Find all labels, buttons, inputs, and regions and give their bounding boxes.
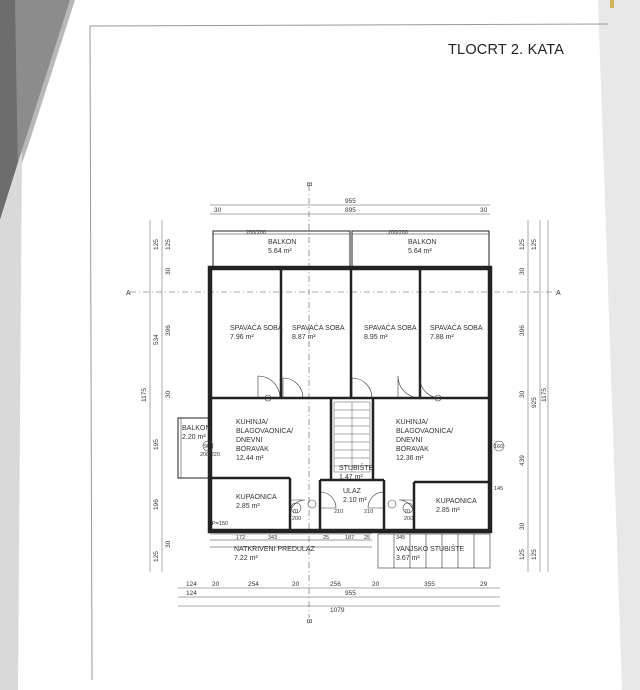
room-bedroom-2-area: 8.87 m²	[292, 334, 316, 341]
dim-right-30a: 30	[519, 267, 526, 275]
opening-label-8: 210	[364, 509, 373, 515]
dim-bottom-29: 29	[480, 581, 488, 588]
opening-label-12: P=150	[212, 521, 228, 527]
dim-inner-25a: 25	[323, 535, 329, 541]
dim-left-125a: 125	[153, 239, 160, 250]
room-bathroom-1-area: 2.85 m²	[236, 503, 260, 510]
room-covered-entrance-area: 7.22 m²	[234, 555, 258, 562]
room-bedroom-2-name: SPAVAĆA SOBA	[292, 323, 345, 332]
room-bedroom-3-area: 8.95 m²	[364, 334, 388, 341]
opening-label-13: 145	[494, 486, 503, 492]
dim-right-125a: 125	[519, 239, 526, 250]
opening-label-4: 200/220	[200, 452, 220, 458]
dim-bottom-355: 355	[424, 581, 435, 588]
room-stairs-name: STUBIŠTE	[339, 463, 374, 472]
dim-inner-187: 187	[345, 535, 354, 541]
dim-left-125c: 125	[153, 551, 160, 562]
dim-right-30b: 30	[519, 390, 526, 398]
room-bedroom-3-name: SPAVAĆA SOBA	[364, 323, 417, 332]
room-bedroom-4-area: 7.88 m²	[430, 334, 454, 341]
opening-label-9: 200	[404, 516, 413, 522]
opening-label-7: 210	[334, 509, 343, 515]
dim-right-125d: 125	[531, 549, 538, 560]
dim-bottom-124b: 124	[186, 590, 197, 597]
section-b-bottom: B	[305, 619, 312, 624]
opening-label-1: 200/200	[246, 230, 266, 236]
room-bathroom-2-name: KUPAONICA	[436, 498, 477, 505]
room-bedroom-1-area: 7.96 m²	[230, 334, 254, 341]
dim-bottom-256: 256	[330, 581, 341, 588]
section-a-right: A	[556, 290, 561, 297]
room-balcony-2-name: BALKON	[408, 239, 436, 246]
room-entrance-area: 2.10 m²	[343, 497, 367, 504]
room-external-stairs-name: VANJSKO STUBIŠTE	[396, 544, 465, 553]
dim-bottom-20a: 20	[212, 581, 220, 588]
room-balcony-3-name: BALKON	[182, 425, 210, 432]
dim-bottom-20b: 20	[292, 581, 300, 588]
dim-left-30b: 30	[165, 390, 172, 398]
dim-left-534: 534	[153, 334, 160, 345]
opening-label-3: 90	[204, 444, 210, 450]
dim-left-30a: 30	[165, 267, 172, 275]
dim-left-195: 195	[153, 439, 160, 450]
opening-label-2: 200/200	[388, 230, 408, 236]
dim-right-125b: 125	[531, 239, 538, 250]
room-kitchen-2-name: KUHINJA/ BLAGOVAONICA/ DNEVNI BORAVAK	[396, 419, 454, 453]
opening-label-10: 70	[404, 509, 410, 515]
dim-inner-345: 345	[396, 535, 405, 541]
opening-label-5: 70	[292, 509, 298, 515]
room-external-stairs-area: 3.67 m²	[396, 555, 420, 562]
dim-inner-172: 172	[236, 535, 245, 541]
room-stairs-area: 1.47 m²	[339, 474, 363, 481]
opening-label-11: 160	[494, 444, 503, 450]
dim-bottom-20c: 20	[372, 581, 380, 588]
room-balcony-1-area: 5.64 m²	[268, 248, 292, 255]
dim-left-396: 396	[165, 325, 172, 336]
dim-bottom-124: 124	[186, 581, 197, 588]
dim-inner-343: 343	[268, 535, 277, 541]
section-b-top: B	[305, 182, 312, 187]
dim-bottom-955: 955	[345, 590, 356, 597]
dim-right-125c: 125	[519, 549, 526, 560]
dim-left-30c: 30	[165, 540, 172, 548]
dim-top-30-left: 30	[214, 207, 222, 214]
room-bedroom-4-name: SPAVAĆA SOBA	[430, 323, 483, 332]
dim-bottom-254: 254	[248, 581, 259, 588]
section-a-left: A	[126, 290, 131, 297]
dim-top-955: 955	[345, 198, 356, 205]
dim-right-925: 925	[531, 397, 538, 408]
dim-top-30-right: 30	[480, 207, 488, 214]
dim-right-1175: 1175	[541, 388, 548, 402]
dim-inner-25b: 25	[364, 535, 370, 541]
room-kitchen-1-name: KUHINJA/ BLAGOVAONICA/ DNEVNI BORAVAK	[236, 419, 294, 453]
dim-left-196: 196	[153, 499, 160, 510]
room-bathroom-1-name: KUPAONICA	[236, 494, 277, 501]
dim-top-895: 895	[345, 207, 356, 214]
drawing-title: TLOCRT 2. KATA	[448, 42, 565, 58]
dim-right-439: 439	[519, 455, 526, 466]
dim-left-1175: 1175	[141, 388, 148, 402]
dim-left-125b: 125	[165, 239, 172, 250]
room-covered-entrance-name: NATKRIVENI PREDULAZ	[234, 546, 315, 553]
dim-right-30c: 30	[519, 522, 526, 530]
room-balcony-3-area: 2.20 m²	[182, 434, 206, 441]
opening-label-6: 200	[292, 516, 301, 522]
room-bedroom-1-name: SPAVAĆA SOBA	[230, 323, 283, 332]
room-balcony-1-name: BALKON	[268, 239, 296, 246]
room-kitchen-2-area: 12.36 m²	[396, 455, 424, 462]
room-bathroom-2-area: 2.85 m²	[436, 507, 460, 514]
room-kitchen-1-area: 12.44 m²	[236, 455, 264, 462]
room-balcony-2-area: 5.64 m²	[408, 248, 432, 255]
room-entrance-name: ULAZ	[343, 488, 362, 495]
dim-right-396: 396	[519, 325, 526, 336]
dim-bottom-1079: 1079	[330, 607, 345, 614]
